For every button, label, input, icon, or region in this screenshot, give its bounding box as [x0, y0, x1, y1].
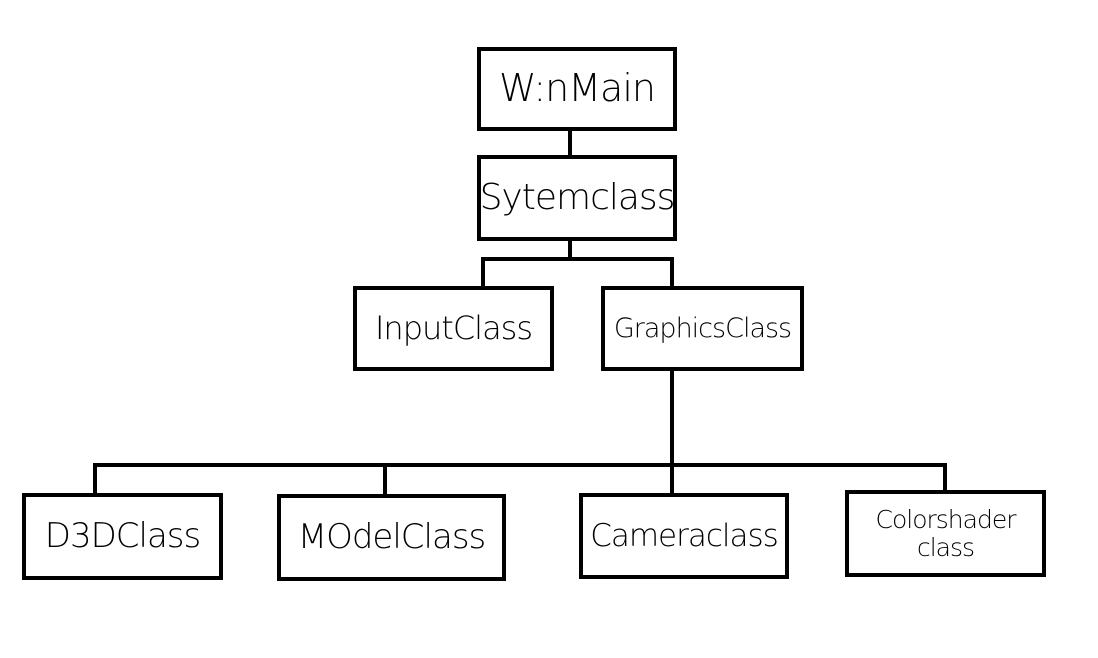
node-inputclass: InputClass: [353, 286, 554, 371]
node-graphicsclass-label: GraphicsClass: [613, 312, 792, 344]
node-colorshaderclass: Colorshader class: [845, 490, 1046, 577]
node-systemclass: Sytemclass: [477, 155, 677, 241]
node-inputclass-label: InputClass: [374, 308, 533, 347]
node-colorshaderclass-label: Colorshader class: [875, 505, 1017, 562]
node-cameraclass: Cameraclass: [579, 493, 789, 579]
node-d3dclass-label: D3DClass: [44, 515, 201, 556]
node-modelclass: MOdelClass: [277, 494, 506, 581]
node-modelclass-label: MOdelClass: [297, 516, 486, 557]
node-systemclass-label: Sytemclass: [479, 177, 676, 219]
node-d3dclass: D3DClass: [22, 493, 223, 580]
node-graphicsclass: GraphicsClass: [601, 286, 804, 371]
node-winmain-label: W:nMain: [499, 66, 656, 111]
node-winmain: W:nMain: [477, 47, 677, 131]
node-cameraclass-label: Cameraclass: [590, 517, 779, 554]
